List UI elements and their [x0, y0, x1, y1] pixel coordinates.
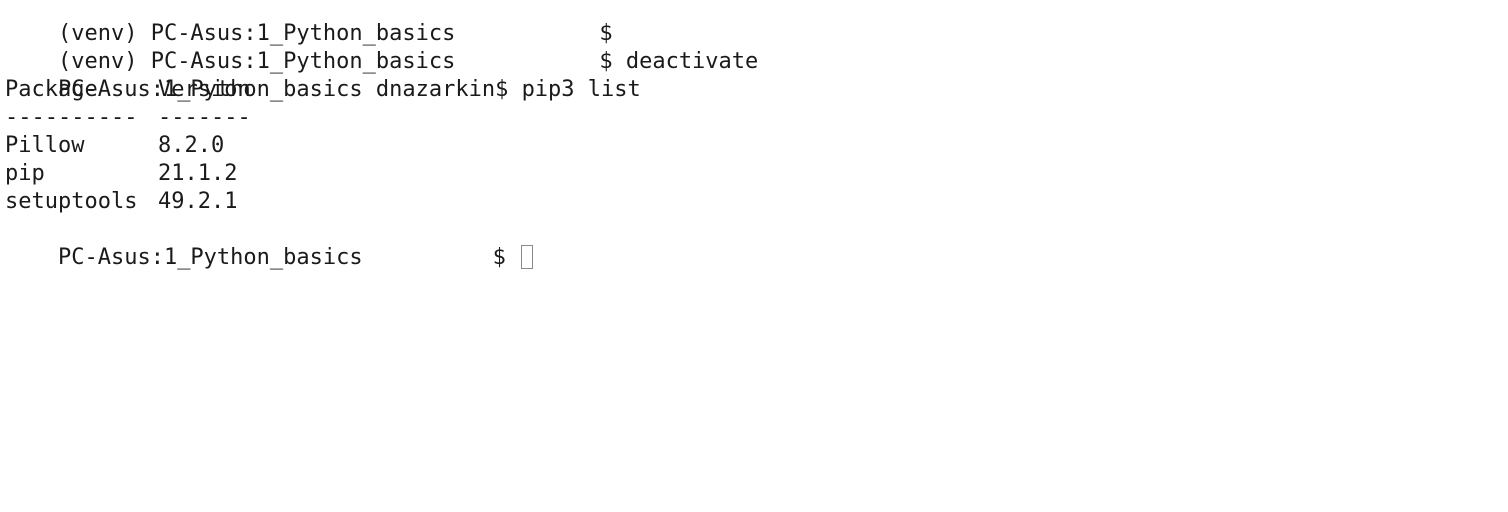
- terminal-window[interactable]: (venv) PC-Asus:1_Python_basics $ (venv) P…: [0, 0, 1508, 498]
- terminal-line: (venv) PC-Asus:1_Python_basics $ deactiva…: [5, 20, 1503, 74]
- package-name: Pillow: [5, 133, 85, 158]
- header-package: Package: [5, 77, 98, 102]
- header-version: Version: [158, 77, 251, 102]
- package-version: 8.2.0: [158, 133, 225, 158]
- command-text: $ deactivate: [599, 49, 759, 74]
- table-row: Pillow 8.2.0: [5, 132, 1503, 160]
- separator-package: ----------: [5, 105, 138, 130]
- command-line: PC-Asus:1_Python_basics dnazarkin$ pip3 …: [57, 77, 641, 102]
- prompt-suffix: $: [599, 21, 613, 46]
- prompt-text: PC-Asus:1_Python_basics: [57, 245, 363, 270]
- terminal-line: PC-Asus:1_Python_basics $: [5, 216, 1503, 270]
- prompt-suffix: $: [492, 245, 506, 270]
- table-row: setuptools 49.2.1: [5, 188, 1503, 216]
- prompt-text: (venv) PC-Asus:1_Python_basics: [57, 21, 456, 46]
- package-version: 21.1.2: [158, 161, 238, 186]
- table-header: Package Version: [5, 76, 1503, 104]
- separator-version: -------: [158, 105, 251, 130]
- package-name: pip: [5, 161, 45, 186]
- terminal-line: (venv) PC-Asus:1_Python_basics $: [5, 0, 1503, 46]
- table-separator: -----------------: [5, 104, 1503, 132]
- package-name: setuptools: [5, 189, 138, 214]
- package-version: 49.2.1: [158, 189, 238, 214]
- table-row: pip 21.1.2: [5, 160, 1503, 188]
- text-cursor[interactable]: [521, 245, 534, 269]
- prompt-text: (venv) PC-Asus:1_Python_basics: [57, 49, 456, 74]
- terminal-line: PC-Asus:1_Python_basics dnazarkin$ pip3 …: [5, 48, 1503, 102]
